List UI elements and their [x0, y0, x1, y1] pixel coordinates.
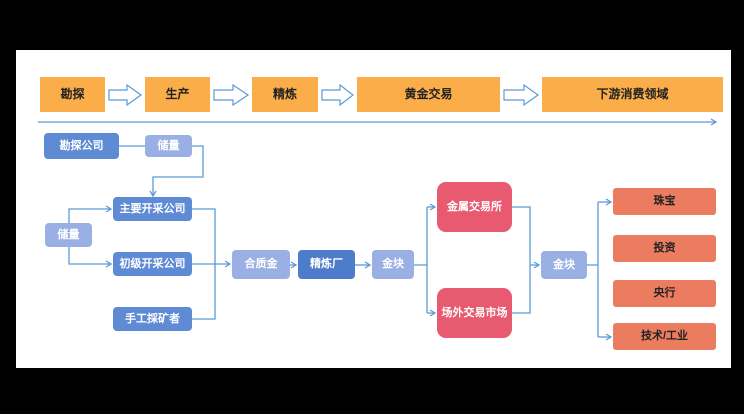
- node-gold-bar-right: 金块: [541, 251, 587, 279]
- node-reserves-left: 储量: [45, 223, 92, 247]
- node-major-miner: 主要开采公司: [113, 197, 192, 221]
- connector-line: [512, 206, 531, 314]
- node-dore-gold: 合质金: [232, 250, 290, 279]
- node-jewelry: 珠宝: [613, 188, 716, 215]
- node-artisanal-miner: 手工採矿者: [113, 307, 192, 331]
- node-central-bank: 央行: [613, 280, 716, 307]
- node-investment: 投资: [613, 235, 716, 262]
- block-arrow-icon: [503, 83, 540, 107]
- process-step-production: 生产: [145, 77, 210, 112]
- connector-arrow: [149, 145, 204, 198]
- process-step-refining: 精炼: [252, 77, 318, 112]
- node-exploration-company: 勘探公司: [44, 133, 119, 159]
- connector-line: [414, 207, 428, 313]
- process-step-downstream: 下游消费领域: [542, 77, 723, 112]
- block-arrow-icon: [108, 83, 143, 107]
- block-arrow-icon: [321, 83, 354, 107]
- node-gold-bar-left: 金块: [372, 250, 414, 279]
- connector-arrow: [68, 205, 113, 223]
- connector-line: [587, 202, 599, 337]
- node-tech-industry: 技术/工业: [613, 323, 716, 350]
- node-metal-exchange: 金属交易所: [437, 182, 512, 232]
- node-refinery: 精炼厂: [298, 250, 355, 279]
- block-arrow-icon: [213, 83, 250, 107]
- node-otc-market: 场外交易市场: [437, 288, 512, 338]
- process-step-exploration: 勘探: [40, 77, 105, 112]
- connector-arrow: [68, 247, 113, 268]
- node-junior-miner: 初级开采公司: [113, 252, 192, 276]
- node-reserves-top: 储量: [145, 135, 192, 157]
- process-step-gold-trading: 黄金交易: [357, 77, 500, 112]
